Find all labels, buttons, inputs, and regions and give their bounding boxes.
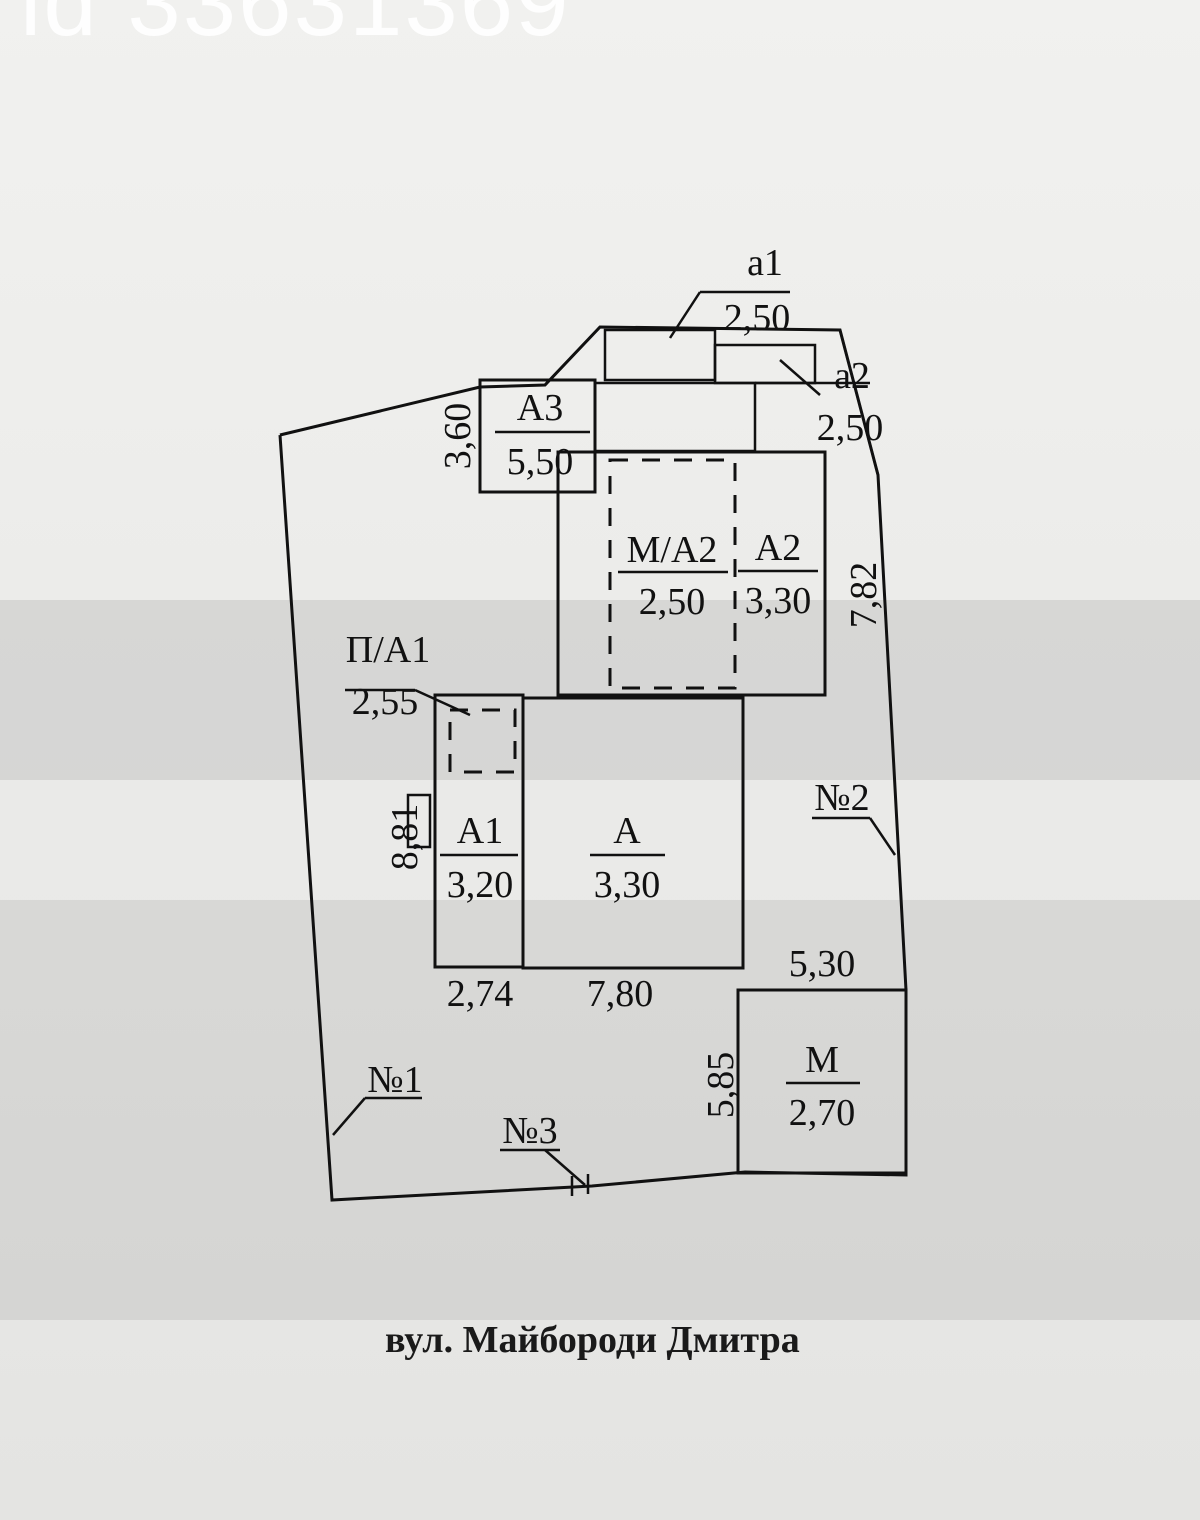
fence-n2-label: №2 [814, 777, 869, 819]
building-A3 [478, 378, 597, 494]
fence-n1-label: №1 [367, 1059, 422, 1101]
building-a3-annex [593, 381, 757, 453]
leader-n1 [332, 1097, 366, 1136]
label-A3-name: A3 [517, 387, 563, 429]
basement-PA1-outline [448, 708, 517, 774]
porch-A1 [406, 793, 432, 849]
label-A1-height: 3,20 [447, 864, 514, 906]
leader-pa1 [414, 688, 471, 717]
building-M [736, 988, 908, 1175]
dim-a-bottom: 7,80 [587, 973, 654, 1015]
dim-a1-side: 8,81 [384, 804, 426, 871]
label-A2-height: 3,30 [745, 580, 812, 622]
fence-n3-label: №3 [502, 1110, 557, 1152]
label-a2-height: 2,50 [817, 407, 884, 449]
listing-id-watermark: id 33631369 [20, 0, 571, 56]
label-M-name: М [805, 1039, 839, 1081]
street-name: вул. Майбороди Дмитра [385, 1319, 800, 1361]
basement-MA2-outline [608, 458, 737, 690]
leader-a2 [779, 359, 821, 396]
label-M-height: 2,70 [789, 1092, 856, 1134]
label-a1-height: 2,50 [724, 297, 791, 339]
dim-a3-side: 3,60 [437, 403, 479, 470]
label-A1-name: А1 [457, 810, 503, 852]
a1-roof-edge [544, 326, 601, 386]
label-A-name: А [613, 810, 641, 852]
lot-boundary [278, 325, 908, 1202]
dim-m-top: 5,30 [789, 943, 856, 985]
building-A2 [556, 450, 827, 697]
label-PA1-name: П/А1 [346, 629, 430, 671]
building-a1 [603, 328, 717, 382]
leader-n2 [868, 817, 897, 856]
label-MA2-name: М/А2 [627, 529, 718, 571]
dim-a2-side: 7,82 [843, 562, 885, 629]
a2-roof-edge [838, 329, 880, 476]
label-A-height: 3,30 [594, 864, 661, 906]
label-A2-name: А2 [755, 527, 801, 569]
label-PA1-height: 2,55 [352, 681, 419, 723]
leader-n3 [544, 1149, 586, 1186]
label-MA2-height: 2,50 [639, 581, 706, 623]
label-a1-name: a1 [747, 242, 783, 284]
dim-a1-bottom: 2,74 [447, 973, 514, 1015]
dim-m-side: 5,85 [700, 1052, 742, 1119]
leader-a1 [668, 291, 702, 339]
building-A [521, 696, 745, 970]
label-a2-name: a2 [834, 355, 870, 397]
label-A3-height: 5,50 [507, 441, 574, 483]
